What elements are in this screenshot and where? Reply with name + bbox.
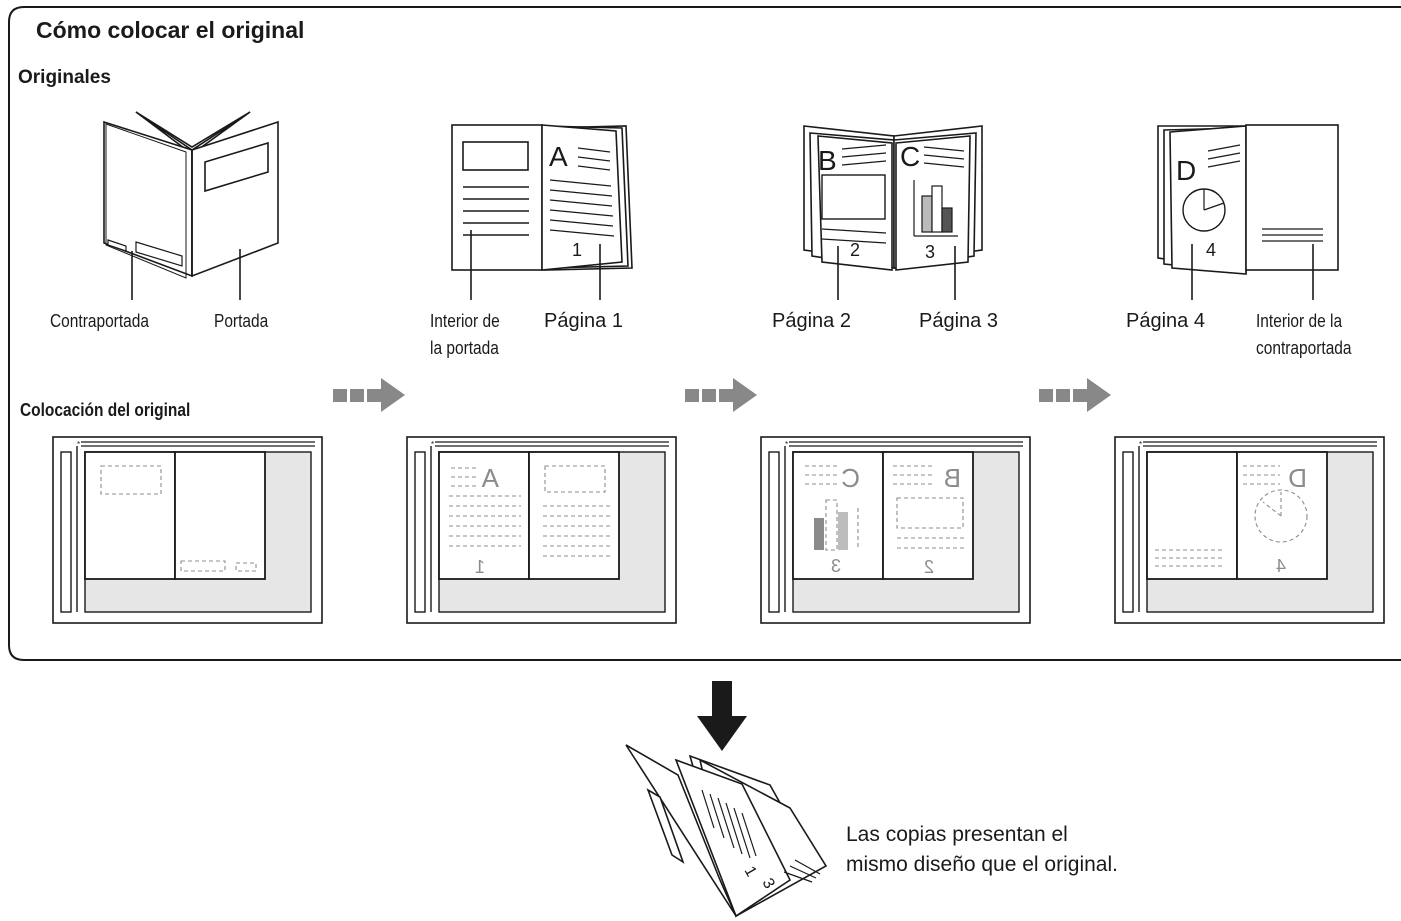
letter-d: D — [1176, 155, 1196, 186]
page-number-4: 4 — [1206, 240, 1216, 260]
label-front-cover: Portada — [214, 311, 269, 331]
label-inside-front-line1: Interior de — [430, 311, 500, 331]
booklet-open-page1-illustration — [451, 124, 633, 300]
svg-text:2: 2 — [924, 557, 934, 577]
next-step-arrow-2 — [685, 378, 757, 412]
section-frame — [8, 6, 1401, 661]
svg-text:*: * — [77, 440, 80, 449]
svg-text:D: D — [1288, 463, 1307, 493]
placement-heading: Colocación del original — [20, 400, 191, 420]
originals-heading: Originales — [18, 67, 111, 88]
label-page-1: Página 1 — [544, 310, 623, 332]
letter-c: C — [900, 141, 920, 172]
next-step-arrow-1 — [333, 378, 405, 412]
placement-panel-4: * D 4 — [1114, 436, 1385, 624]
label-back-cover: Contraportada — [50, 311, 149, 331]
svg-text:*: * — [431, 440, 434, 449]
page-number-3: 3 — [925, 242, 935, 262]
label-page-3: Página 3 — [919, 310, 998, 332]
svg-text:*: * — [1139, 440, 1142, 449]
svg-text:A: A — [481, 463, 499, 493]
svg-text:B: B — [944, 463, 961, 493]
next-step-arrow-3 — [1039, 378, 1111, 412]
label-inside-front-line2: la portada — [430, 338, 499, 358]
placement-panel-2: * A 1 — [406, 436, 677, 624]
svg-text:*: * — [785, 440, 788, 449]
page-number-2: 2 — [850, 240, 860, 260]
svg-text:4: 4 — [1276, 556, 1286, 576]
section-title: Cómo colocar el original — [36, 17, 305, 43]
placement-panel-1: * — [52, 436, 323, 624]
label-page-2: Página 2 — [772, 310, 851, 332]
letter-a: A — [549, 141, 568, 172]
svg-text:C: C — [841, 463, 860, 493]
booklet-open-page2-3-illustration — [803, 125, 983, 300]
label-page-4: Página 4 — [1126, 310, 1205, 332]
result-arrow-down — [697, 681, 747, 751]
svg-text:3: 3 — [831, 556, 841, 576]
label-inside-back-line2: contraportada — [1256, 338, 1352, 358]
booklet-open-page4-illustration — [1157, 124, 1339, 300]
booklet-closed-illustration — [103, 111, 279, 300]
page-number-1: 1 — [572, 240, 582, 260]
svg-text:1: 1 — [475, 557, 485, 577]
result-caption: Las copias presentan el mismo diseño que… — [846, 823, 1118, 876]
placement-panel-3: * C 3 B 2 — [760, 436, 1031, 624]
result-booklet-illustration — [625, 744, 828, 918]
label-inside-back-line1: Interior de la — [1256, 311, 1343, 331]
letter-b: B — [818, 145, 837, 176]
